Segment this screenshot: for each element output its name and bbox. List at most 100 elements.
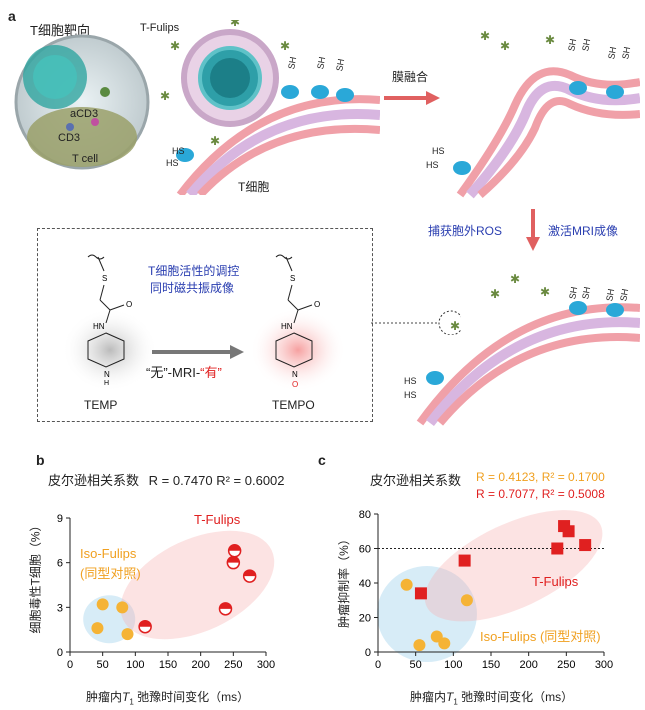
iso-fulips-point [96, 598, 109, 611]
svg-text:✱: ✱ [540, 285, 550, 299]
x-tick-label: 300 [595, 659, 613, 671]
x-tick-label: 300 [257, 659, 275, 671]
iso-fulips-point [460, 594, 473, 607]
t-fulips-point [242, 569, 257, 583]
tempo-molecule: S O HN N O [250, 254, 346, 392]
sh-label-6: SH [606, 45, 619, 61]
activate-mri-label: 激活MRI成像 [548, 224, 618, 238]
panel-b-xlabel: 肿瘤内T1 弛豫时间变化（ms） [86, 690, 250, 707]
x-tick-label: 0 [67, 659, 73, 671]
svg-text:✱: ✱ [490, 287, 500, 301]
box-title-line2: 同时磁共振成像 [150, 281, 235, 295]
t-fulips-point [138, 619, 152, 634]
panel-c-xlabel-prefix: 肿瘤内 [410, 690, 447, 704]
panel-c-label: c [318, 452, 326, 468]
iso-fulips-point [438, 637, 451, 650]
hs-label-3: HS [432, 146, 445, 156]
tfulips-label: T-Fulips [140, 22, 180, 34]
iso-cluster-ellipse [376, 566, 477, 663]
down-arrow [526, 209, 540, 251]
inset-label-cd3: CD3 [58, 132, 81, 144]
t-fulips-point [562, 525, 575, 538]
sh-label-8: SH [567, 285, 580, 301]
panel-b-iso-label-1: Iso-Fulips [80, 546, 137, 561]
temp-molecule: S O HN N H [62, 254, 158, 392]
x-tick-label: 100 [126, 659, 144, 671]
svg-text:✱: ✱ [210, 134, 220, 148]
t-fulips-point [551, 542, 564, 555]
inset-illustration [14, 34, 150, 170]
sh-label-3: SH [334, 57, 347, 73]
tfulips-approach-illustration: ✱ ✱ ✱ ✱ ✱ [160, 20, 380, 195]
svg-text:✱: ✱ [450, 319, 460, 333]
mri-switch-label: “无”-MRI-“有” [146, 362, 222, 381]
y-tick-label: 40 [359, 578, 371, 590]
panel-c-iso-r: R = 0.4123, R² = 0.1700 [476, 470, 605, 484]
hs-label-4: HS [426, 160, 439, 170]
svg-text:✱: ✱ [545, 33, 555, 47]
mri-suffix: “有” [200, 365, 222, 380]
t-cell-targeting-inset: T细胞靶向 aCD3 CD3 T cell [10, 20, 155, 170]
fused-membrane-illustration: ✱ ✱ ✱ [453, 29, 640, 199]
t-fulips-point [218, 602, 233, 616]
panel-b-iso-label-2: (同型对照) [80, 566, 141, 581]
hs-label-2: HS [166, 158, 179, 168]
svg-text:S: S [290, 274, 295, 283]
panel-c-xlabel: 肿瘤内T1 弛豫时间变化（ms） [410, 690, 574, 707]
hs-label-1: HS [172, 146, 185, 156]
t-fulips-point [226, 555, 241, 570]
membrane-fusion-label: 膜融合 [392, 70, 429, 84]
x-tick-label: 100 [444, 659, 462, 671]
panel-c-xlabel-suffix: 弛豫时间变化（ms） [457, 690, 574, 704]
x-tick-label: 150 [482, 659, 500, 671]
panel-c-pearson-label: 皮尔逊相关系数 [370, 473, 462, 488]
capture-ros-label: 捕获胞外ROS [428, 224, 503, 238]
y-tick-label: 0 [365, 647, 371, 659]
iso-fulips-point [413, 639, 426, 652]
y-tick-label: 6 [57, 558, 63, 570]
conversion-arrow [152, 345, 244, 359]
fusion-arrow [384, 91, 440, 105]
y-tick-label: 9 [57, 513, 63, 525]
panel-b-ylabel: 细胞毒性T细胞（%） [28, 519, 43, 634]
svg-text:O: O [292, 380, 298, 389]
svg-text:✱: ✱ [230, 20, 240, 29]
panel-b-pearson: 皮尔逊相关系数 R = 0.7470 R² = 0.6002 [48, 470, 285, 489]
svg-text:✱: ✱ [280, 39, 290, 53]
t-fulips-point [579, 539, 592, 552]
svg-text:O: O [314, 300, 320, 309]
svg-text:✱: ✱ [170, 39, 180, 53]
t-fulips-point [227, 544, 242, 558]
x-tick-label: 200 [191, 659, 209, 671]
x-tick-label: 150 [159, 659, 177, 671]
x-tick-label: 250 [224, 659, 242, 671]
svg-text:N: N [292, 370, 298, 379]
panel-c-iso-label: Iso-Fulips (同型对照) [480, 629, 601, 644]
svg-text:N: N [104, 370, 110, 379]
panel-a-label: a [8, 8, 16, 24]
y-tick-label: 20 [359, 613, 371, 625]
sh-label-1: SH [286, 55, 299, 71]
tcell-label: T细胞 [238, 180, 270, 194]
inset-title: T细胞靶向 [30, 23, 90, 38]
x-tick-label: 50 [97, 659, 109, 671]
sh-label-2: SH [315, 55, 328, 71]
y-tick-label: 0 [57, 647, 63, 659]
inset-label-tcell: T cell [72, 153, 99, 165]
mri-prefix: “无”-MRI- [146, 365, 201, 380]
x-tick-label: 0 [375, 659, 381, 671]
svg-text:✱: ✱ [510, 272, 520, 286]
svg-text:H: H [104, 380, 109, 387]
panel-c-tf-r: R = 0.7077, R² = 0.5008 [476, 487, 605, 501]
sh-label-11: SH [618, 287, 631, 303]
panel-c-ylabel: 肿瘤抑制率（%） [336, 533, 351, 628]
x-tick-label: 50 [410, 659, 422, 671]
box-title-line1: T细胞活性的调控 [148, 264, 240, 278]
tempo-mechanism-box [37, 228, 373, 422]
svg-text:HN: HN [93, 322, 105, 331]
sh-label-4: SH [566, 37, 579, 53]
hs-label-6: HS [404, 390, 417, 400]
panel-b-xlabel-prefix: 肿瘤内 [86, 690, 123, 704]
ros-captured-membrane-illustration: ✱ ✱ ✱ ✱ [416, 272, 640, 427]
